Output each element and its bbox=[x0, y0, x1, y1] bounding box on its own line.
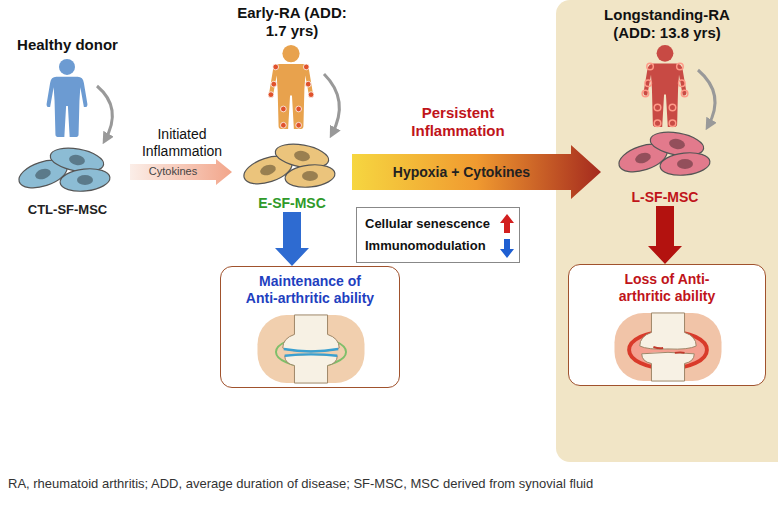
node-heading: L-SF-MSC bbox=[632, 189, 699, 206]
node-heading: Longstanding-RA (ADD: 13.8 yrs) bbox=[587, 6, 747, 42]
caption: RA, rheumatoid arthritis; ADD, average d… bbox=[8, 476, 768, 492]
early-ra-group: Early-RA (ADD: 1.7 yrs) E-SF-MSC bbox=[232, 4, 352, 212]
panel-ground bbox=[556, 0, 778, 462]
change-box: Cellular senescenceImmunomodulation bbox=[356, 207, 520, 263]
outcome-box: Maintenance of Anti-arthritic ability bbox=[220, 266, 400, 388]
node-heading: Cellular senescence bbox=[365, 216, 490, 232]
inflamed-knee bbox=[593, 311, 743, 383]
node-heading: Early-RA (ADD: 1.7 yrs) bbox=[237, 4, 347, 40]
early-ra-figure bbox=[232, 44, 352, 194]
longstanding-ra-figure bbox=[556, 44, 778, 134]
block-arrow bbox=[352, 145, 601, 199]
block-arrow bbox=[275, 212, 309, 266]
stage-label: Initiated Inflammation bbox=[134, 126, 230, 160]
block-arrow bbox=[648, 206, 682, 264]
node-label: Immunomodulation bbox=[365, 238, 486, 254]
node-label: CTL-SF-MSC bbox=[28, 202, 107, 218]
node-heading: Loss of Anti-arthritic ability bbox=[602, 271, 733, 305]
stage-label: Persistent Inflammation bbox=[398, 104, 518, 140]
outcome-box: Loss of Anti-arthritic ability bbox=[568, 264, 766, 386]
healthy-knee bbox=[236, 313, 386, 385]
block-arrow bbox=[130, 159, 232, 185]
donor-figure bbox=[7, 58, 127, 196]
cell-group: L-SF-MSC bbox=[601, 126, 729, 206]
trend-arrows bbox=[497, 208, 517, 264]
node-label: E-SF-MSC bbox=[258, 195, 326, 212]
node-heading: Maintenance of Anti-arthritic ability bbox=[245, 273, 376, 307]
cell-cluster bbox=[605, 126, 725, 178]
arrow-label: Cytokines bbox=[149, 165, 197, 178]
donor-group: Healthy donorCTL-SF-MSC bbox=[5, 36, 130, 218]
node-heading: Healthy donor bbox=[17, 36, 118, 54]
longstanding-panel: Longstanding-RA (ADD: 13.8 yrs) L-SF-MSC… bbox=[556, 0, 778, 462]
arrow-label: Hypoxia + Cytokines bbox=[393, 164, 530, 181]
